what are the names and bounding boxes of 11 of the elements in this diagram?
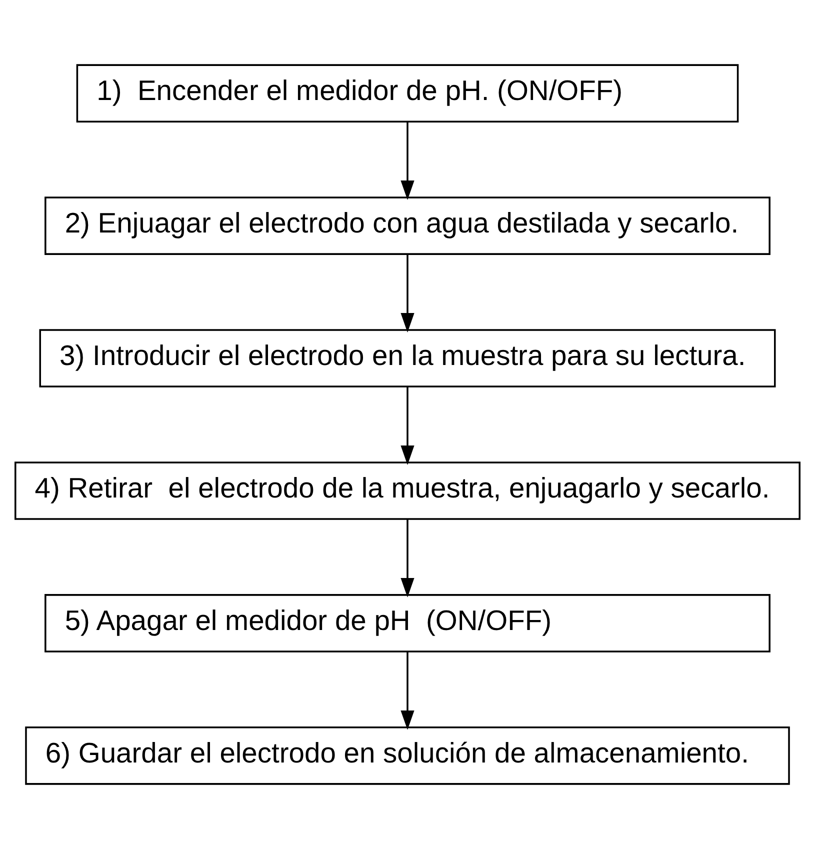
node-box: 6) Guardar el electrodo en solución de almacenamiento. <box>25 726 790 785</box>
node-box: 1) Encender el medidor de pH. (ON/OFF) <box>76 64 739 122</box>
node-box: 3) Introducir el electrodo en la muestra para su lectura. <box>39 329 776 388</box>
arrow <box>400 519 414 598</box>
arrow <box>400 122 414 200</box>
arrow <box>400 652 414 730</box>
arrow <box>400 386 414 465</box>
arrow <box>400 254 414 332</box>
node-box: 4) Retirar el electrodo de la muestra, enjuagarlo y secarlo. <box>14 462 800 520</box>
node-box: 2) Enjuagar el electrodo con agua destilada y secarlo. <box>44 196 770 255</box>
node-box: 5) Apagar el medidor de pH (ON/OFF) <box>44 594 770 652</box>
